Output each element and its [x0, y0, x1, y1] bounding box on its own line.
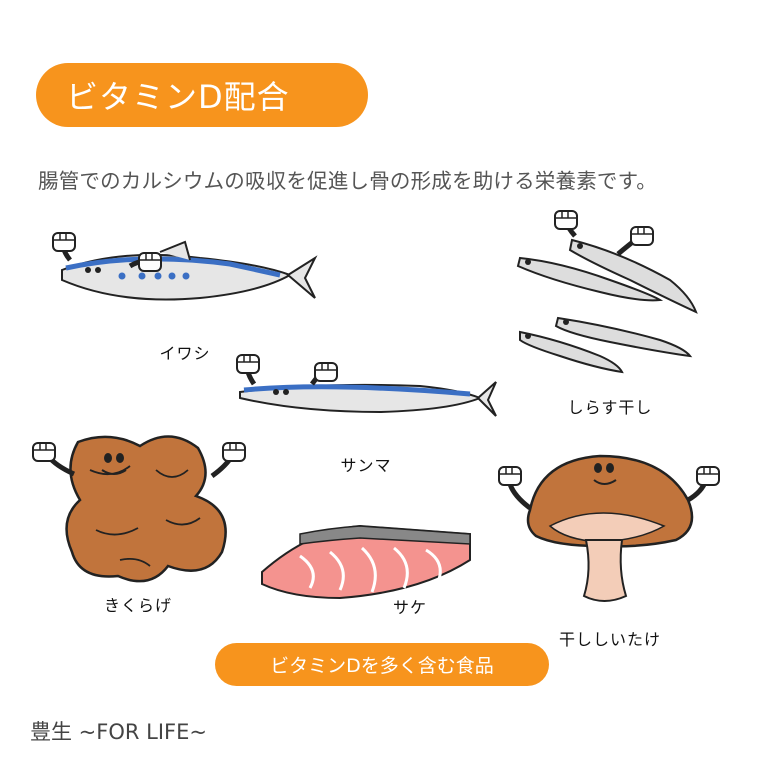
whitebait-illustration — [516, 210, 698, 374]
saury-label: サンマ — [340, 456, 392, 475]
salmon-label: サケ — [392, 598, 428, 617]
foods-badge: ビタミンDを多く含む食品 — [215, 643, 549, 686]
page-title: ビタミンD配合 — [66, 78, 290, 116]
shiitake-mushroom-illustration — [498, 454, 720, 602]
shiitake-label: 干ししいたけ — [558, 630, 662, 649]
sardine-illustration — [52, 232, 318, 301]
wood-ear-label: きくらげ — [103, 596, 173, 615]
whitebait-label: しらす干し — [567, 398, 653, 417]
title-badge: ビタミンD配合 — [36, 63, 368, 127]
foods-badge-label: ビタミンDを多く含む食品 — [270, 655, 494, 677]
description-text: 腸管でのカルシウムの吸収を促進し骨の形成を助ける栄養素です。 — [38, 169, 657, 193]
sardine-label: イワシ — [159, 344, 211, 363]
salmon-illustration — [261, 524, 471, 600]
brand-name: 豊生 ~FOR LIFE~ — [30, 720, 207, 744]
saury-illustration — [236, 354, 497, 417]
wood-ear-mushroom-illustration — [32, 435, 246, 583]
